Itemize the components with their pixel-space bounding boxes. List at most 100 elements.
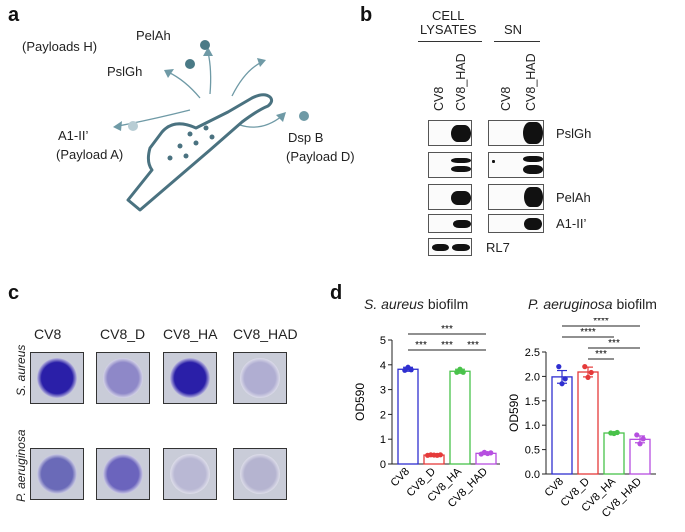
header-lysates: LYSATES [420,22,477,37]
y-tick-label: 2.5 [525,347,540,359]
significance-label: **** [580,327,596,338]
panel-a-letter: a [8,4,20,26]
well-stain [240,454,280,494]
data-point [585,374,591,380]
label-payload-d: (Payload D) [286,149,355,164]
plate-well-cv8-had-row2 [233,448,287,500]
plate-well-cv8-had-row1 [233,352,287,404]
blot-sn-row2 [488,152,544,178]
arrowhead-a1 [113,121,122,131]
y-tick-label: 0 [380,459,386,471]
chart2-title: P. aeruginosa biofilm [528,296,657,312]
chart2-title-rest: biofilm [612,296,657,312]
blot-label-pslgh: PslGh [556,126,592,141]
pslgh-dot [185,59,195,69]
blot-sn-a1 [488,214,544,233]
plate-col-cv8-d: CV8_D [100,326,146,342]
well-stain [103,358,143,398]
y-tick-label: 1 [380,434,386,446]
plate-well-cv8-row2 [30,448,84,500]
data-point [640,436,646,442]
blot-lysate-a1 [428,214,472,233]
label-pslgh: PslGh [107,64,143,79]
arrow-to-dspb [239,115,283,128]
plate-well-cv8-d-row1 [96,352,150,404]
panel-d-letter: d [330,282,343,304]
data-point [637,441,643,447]
arrow-to-a1 [117,109,191,127]
data-point [634,432,640,438]
chart1-title-species: S. aureus [364,296,424,312]
y-axis-label: OD590 [353,383,367,421]
dspb-dot [299,111,309,121]
bar-cv8 [551,376,573,475]
y-tick-label: 1.0 [525,420,540,432]
plate-col-cv8-had: CV8_HAD [233,326,298,342]
data-point [408,367,414,373]
well-stain [37,454,77,494]
panel-c-letter: c [8,282,20,304]
blot-col-2: CV8_HAD [454,53,468,111]
significance-label: *** [441,324,453,335]
label-a1: A1-II’ [58,128,89,143]
plate-well-cv8-row1 [30,352,84,404]
y-tick-label: 0.5 [525,445,540,457]
significance-label: *** [467,340,479,351]
blot-lysate-pslgh [428,120,472,146]
blot-col-3: CV8 [499,86,513,111]
arrowhead-dspb [276,112,286,122]
significance-label: *** [441,340,453,351]
arrow-to-pelah [207,51,212,95]
y-axis-label: OD590 [507,394,521,432]
y-tick-label: 2.0 [525,371,540,383]
plate-col-cv8-ha: CV8_HA [163,326,218,342]
well-stain [37,358,77,398]
well-stain [170,454,210,494]
blot-label-rl7: RL7 [486,240,510,255]
bar-cv8-ha [603,432,625,475]
data-point [559,381,565,387]
data-point [437,452,443,458]
blot-col-4: CV8_HAD [524,53,538,111]
header-left-line [418,41,482,42]
blot-lysate-row2 [428,152,472,178]
y-tick-label: 4 [380,360,386,372]
bar-cv8-ha [449,370,471,465]
y-tick-label: 0.0 [525,469,540,481]
chart1-title-rest: biofilm [423,296,469,312]
label-dspb: Dsp B [288,130,324,145]
arrowhead-pelah [203,47,213,56]
data-point [562,376,568,382]
panel-a-diagram [113,40,309,212]
y-tick-label: 2 [380,409,386,421]
significance-label: *** [415,340,427,351]
blot-col-1: CV8 [432,86,446,111]
well-stain [170,358,210,398]
data-point [556,364,562,370]
well-stain [240,358,280,398]
blot-sn-pslgh [488,120,544,146]
label-pelah: PelAh [136,28,171,43]
significance-label: **** [593,318,609,327]
chart-paeruginosa: 0.00.51.01.52.02.5OD590CV8CV8_DCV8_HACV8… [507,318,656,520]
header-sn: SN [504,22,523,37]
bar-cv8-d [577,371,599,475]
plate-col-cv8: CV8 [34,326,62,342]
chart1-title: S. aureus biofilm [364,296,468,312]
plate-well-cv8-ha-row1 [163,352,217,404]
plate-row-saureus: S. aureus [14,344,28,396]
blot-label-a1: A1-II’ [556,216,587,231]
data-point [582,364,588,370]
significance-label: *** [608,338,620,349]
blot-label-pelah: PelAh [556,190,591,205]
arrowhead-gap [257,58,266,67]
data-point [614,429,620,436]
arrow-to-gap [231,61,263,97]
panel-b-letter: b [360,4,373,26]
header-cell: CELL [432,8,465,23]
bar-cv8 [397,368,419,465]
arrow-to-pslgh [167,71,201,99]
blot-lysate-rl7 [428,238,472,256]
y-tick-label: 1.5 [525,396,540,408]
plate-well-cv8-ha-row2 [163,448,217,500]
